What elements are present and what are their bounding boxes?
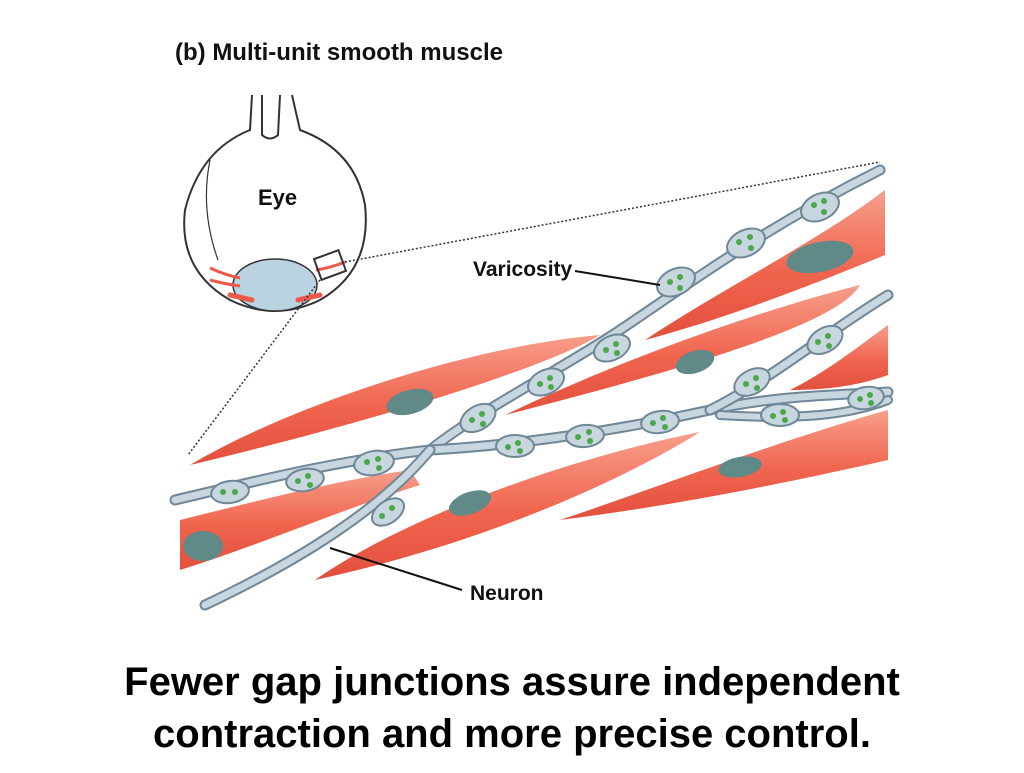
varicosity [806,324,844,356]
neuron-label: Neuron [470,582,544,605]
eye-illustration: Eye [183,94,367,312]
varicosity [656,266,696,298]
varicosity [210,479,250,505]
muscle-nucleus [386,388,434,416]
varicosity [353,449,395,477]
varicosity [370,497,406,527]
varicosity [285,467,325,493]
caption-line-1: Fewer gap junctions assure independent [124,660,900,704]
muscle-fiber [180,470,420,570]
varicosity [527,367,565,397]
varicosity [565,423,605,449]
muscle-nucleus [786,240,854,274]
varicosity [760,403,800,427]
nerve-axon [201,446,434,609]
muscle-fiber [790,325,888,390]
zoom-line-lower [187,279,321,456]
varicosity [847,385,885,411]
nerve-axon [706,291,892,414]
figure-title: (b) Multi-unit smooth muscle [175,39,503,66]
caption-line-2: contraction and more precise control. [153,712,871,756]
varicosity [459,402,497,434]
muscle-nucleus [448,490,492,516]
varicosities [210,191,885,527]
varicosity-pointer-line [574,270,661,286]
varicosity [640,409,680,435]
eye-label: Eye [258,185,297,210]
zoom-line-upper [344,161,881,263]
varicosity [726,227,766,259]
muscle-fiber [505,285,860,415]
muscle-fiber [315,432,700,580]
varicosity [593,333,631,363]
muscle-nucleus [183,531,223,561]
muscle-nucleus [718,456,762,478]
muscle-fiber [645,190,885,340]
neuron-pointer-line [329,547,463,591]
varicosity [800,191,840,223]
varicosity-label: Varicosity [473,258,573,281]
muscle-nucleus [675,349,715,375]
eye-lens [232,258,318,312]
varicosity [495,434,535,458]
varicosity [733,367,771,397]
magnification-box [312,248,348,282]
smooth-muscle-fibers [180,190,888,580]
